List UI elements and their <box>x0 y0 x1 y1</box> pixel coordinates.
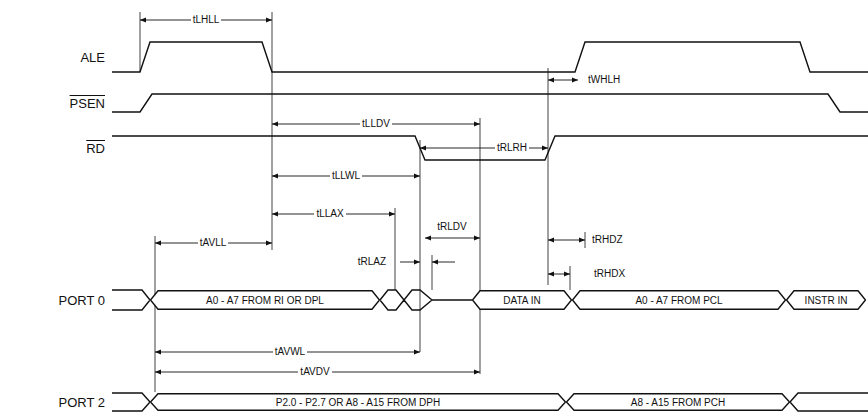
bus-shape <box>567 394 790 411</box>
signal-name: ALE <box>80 51 105 64</box>
bus-text-holder: P2.0 - P2.7 OR A8 - A15 FROM DPH <box>150 393 566 411</box>
ale-waveform <box>112 42 868 72</box>
timing-parameter: tLHLL <box>191 14 222 26</box>
bus-segment: A0 - A7 FROM RI OR DPL <box>150 290 380 310</box>
timing-parameter: tAVDV <box>298 366 331 378</box>
bus-shape <box>787 291 866 310</box>
port0-bus <box>112 290 472 310</box>
timing-parameter: tRHDZ <box>590 234 625 246</box>
bus-shape <box>473 291 572 310</box>
bus-segment: A8 - A15 FROM PCH <box>566 393 790 411</box>
bus-label: INSTR IN <box>805 295 848 306</box>
bus-shape <box>573 291 786 310</box>
bus-segment: INSTR IN <box>786 290 866 310</box>
timing-parameter: tAVWL <box>273 346 307 358</box>
port2-bus <box>112 393 868 411</box>
bus-label: A0 - A7 FROM RI OR DPL <box>206 295 324 306</box>
signal-name: PORT 0 <box>59 294 105 307</box>
signal-name: PSEN <box>70 97 105 110</box>
bus-shape <box>151 394 566 411</box>
bus-label: A0 - A7 FROM PCL <box>635 295 722 306</box>
timing-parameter: tLLWL <box>330 170 362 182</box>
signal-name: PORT 2 <box>59 396 105 409</box>
timing-parameter: tWHLH <box>586 74 622 86</box>
bus-shape <box>151 291 380 310</box>
psen-waveform <box>112 94 868 112</box>
bus-segment: A0 - A7 FROM PCL <box>572 290 786 310</box>
rd-waveform <box>112 136 868 160</box>
bus-text-holder: A8 - A15 FROM PCH <box>566 393 790 411</box>
bus-segment: P2.0 - P2.7 OR A8 - A15 FROM DPH <box>150 393 566 411</box>
bus-text-holder: INSTR IN <box>786 290 866 310</box>
timing-parameter: tRLRH <box>495 142 529 154</box>
bus-segment: DATA IN <box>472 290 572 310</box>
bus-label: DATA IN <box>503 295 540 306</box>
bus-label: P2.0 - P2.7 OR A8 - A15 FROM DPH <box>276 397 441 408</box>
timing-parameter: tRHDX <box>592 268 627 280</box>
signal-name: RD <box>86 142 105 155</box>
bus-label: A8 - A15 FROM PCH <box>631 397 725 408</box>
bus-text-holder: DATA IN <box>472 290 572 310</box>
reference-lines <box>140 12 585 392</box>
bus-text-holder: A0 - A7 FROM PCL <box>572 290 786 310</box>
timing-parameter: tLLAX <box>314 208 345 220</box>
timing-parameter: tLLDV <box>360 118 392 130</box>
timing-arrows <box>140 20 585 372</box>
bus-text-holder: A0 - A7 FROM RI OR DPL <box>150 290 380 310</box>
timing-parameter: tRLAZ <box>356 256 388 268</box>
timing-parameter: tAVLL <box>198 237 229 249</box>
timing-parameter: tRLDV <box>435 221 468 233</box>
